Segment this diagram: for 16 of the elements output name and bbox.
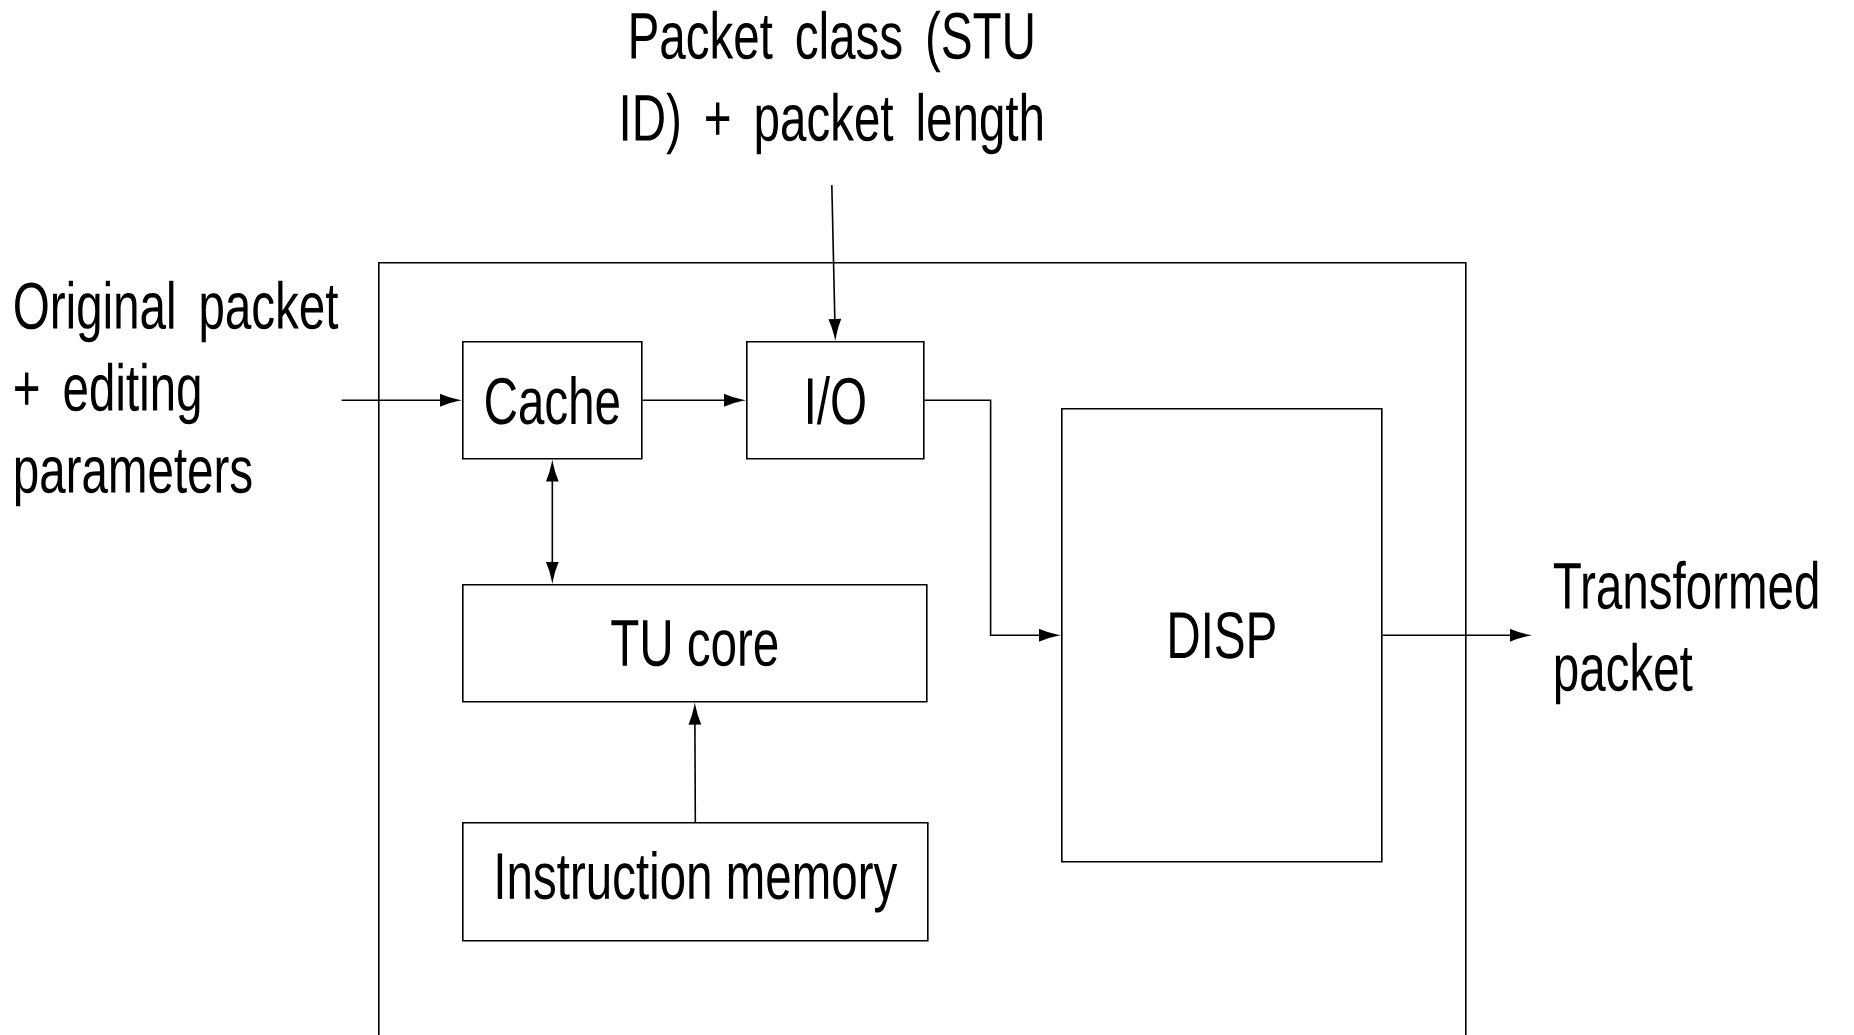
enclosure-box (378, 262, 1467, 1035)
block-box: Cache (462, 341, 643, 460)
arrow (546, 462, 559, 581)
arrow (641, 394, 743, 407)
arrow (340, 394, 459, 407)
arrow (688, 705, 701, 823)
block-box: TU core (462, 584, 928, 703)
signal-label: Original packet + editing parameters (15, 280, 339, 507)
block-box: DISP (1061, 408, 1383, 863)
block-box: I/O (746, 341, 925, 460)
signal-label: Packet class (STU ID) + packet length (622, 10, 1042, 155)
arrow (923, 399, 1058, 642)
arrow (1381, 629, 1529, 642)
signal-label: Transformed packet (1553, 560, 1818, 705)
block-box: Instruction memory (462, 822, 929, 942)
arrow (828, 184, 841, 338)
